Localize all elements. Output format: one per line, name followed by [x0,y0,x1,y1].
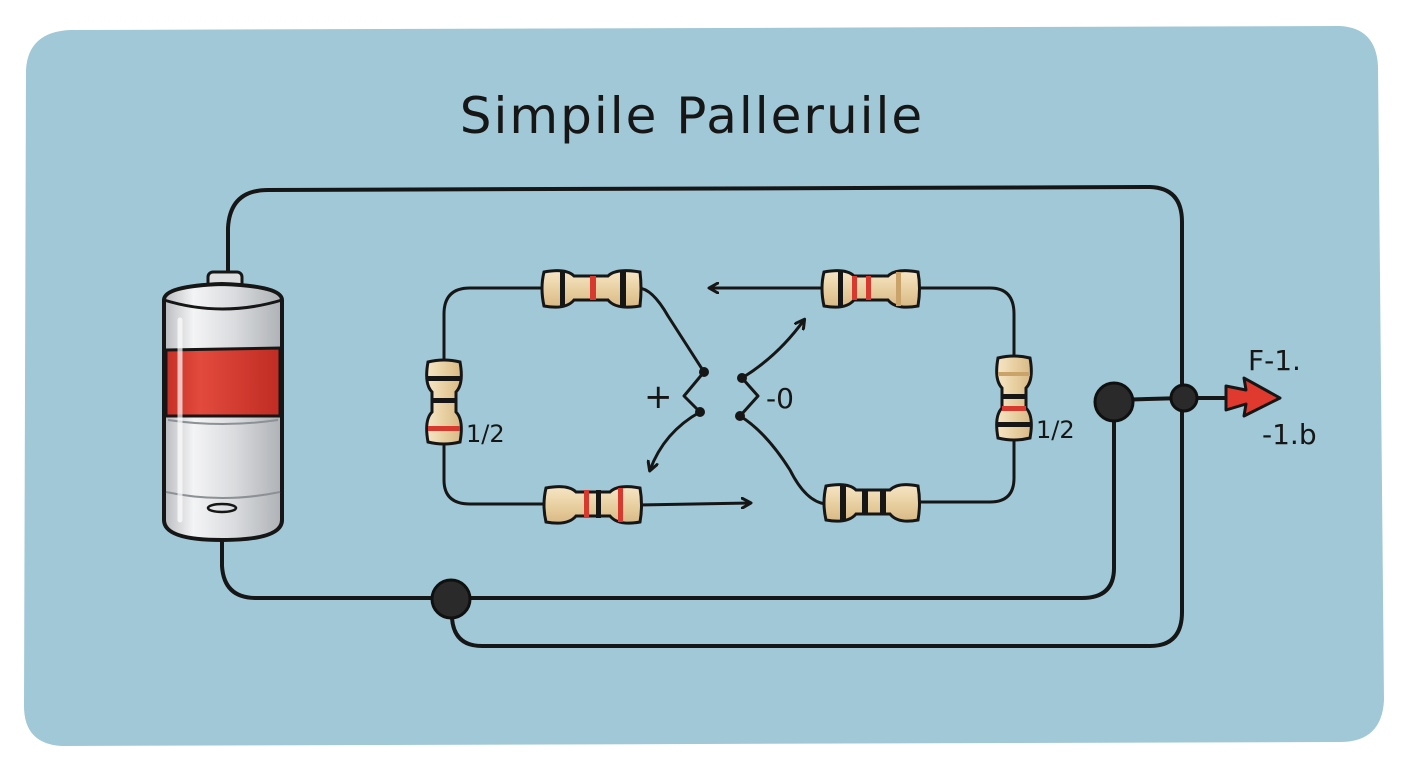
output-arrow-icon [1224,376,1282,418]
right-resistor-label: 1/2 [1036,416,1075,444]
junction-node-icon [1093,381,1135,423]
junction-node-icon [430,578,472,620]
left-resistor-label: 1/2 [466,420,505,448]
junction-node-icon [1169,383,1199,413]
bottom-wire [220,400,1116,600]
background-panel [24,26,1384,746]
resistor-icon [995,354,1033,442]
resistor-icon [822,483,921,523]
resistor-icon [820,269,921,309]
output-label-bottom: -1.b [1262,418,1317,451]
resistor-icon [425,358,463,446]
resistor-icon [542,485,643,525]
minus-label: -0 [766,382,794,415]
battery-icon [162,270,284,543]
top-wire [226,185,1184,648]
output-label-top: F-1. [1248,344,1301,377]
plus-label: + [644,377,673,417]
diagram-title: Simpile Palleruile [460,87,924,145]
resistor-icon [540,269,643,309]
